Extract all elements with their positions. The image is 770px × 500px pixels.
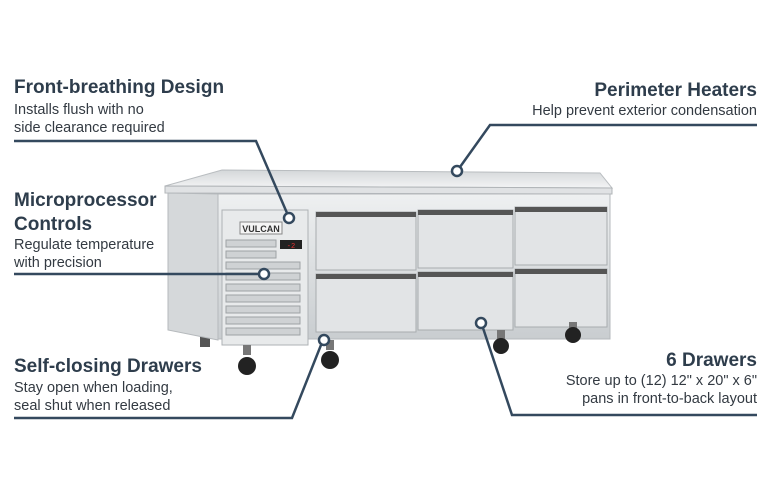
callout-title-front-breathing: Front-breathing Design [14,77,225,98]
callout-text: Help prevent exterior condensation [532,103,757,119]
callout-text: seal shut when released [14,398,171,414]
drawer [315,211,417,271]
callout-markers [257,164,488,347]
drawer [417,271,514,331]
callout-text: pans in front-to-back layout [582,391,757,407]
callout-title-microprocessor: Controls [14,214,93,235]
callout-text: with precision [14,255,102,271]
callout-text: Store up to (12) 12" x 20" x 6" [565,373,757,389]
drawer [514,268,608,328]
temperature-reading: -2 [287,243,295,251]
callout-title-perimeter-heaters: Perimeter Heaters [594,80,757,101]
callout-text: side clearance required [14,120,165,136]
caster-wheels [238,322,581,375]
callout-title-self-closing: Self-closing Drawers [14,356,202,377]
callout-lines [14,123,757,420]
drawer [417,209,514,269]
callout-title-microprocessor: Microprocessor [14,190,157,211]
callout-title-6-drawers: 6 Drawers [666,350,757,371]
chef-base-refrigerator: VULCAN -2 [164,169,614,375]
callout-text: Installs flush with no [14,102,144,118]
callout-text: Regulate temperature [14,237,155,253]
drawer [514,206,608,266]
drawer [315,273,417,333]
callout-text: Stay open when loading, [14,380,173,396]
brand-logo: VULCAN [242,224,280,234]
temperature-display [280,240,302,249]
